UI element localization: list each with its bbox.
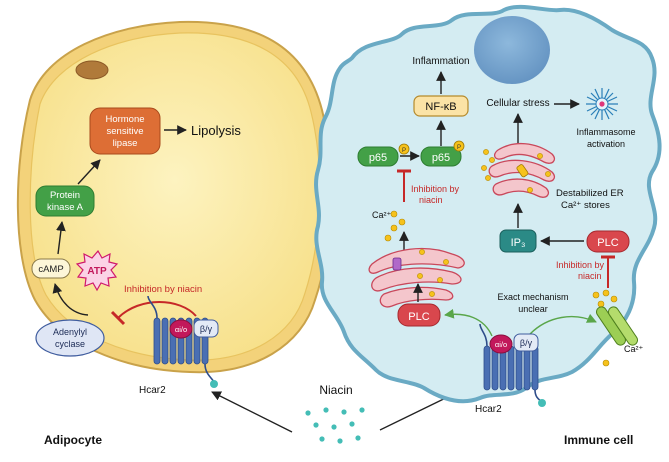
inflammation-label: Inflammation (412, 56, 469, 67)
camp-to-pka-arrow (56, 221, 66, 255)
immune-hcar2-receptor (479, 323, 543, 403)
plc-inhibition-line-1: Inhibition by (556, 260, 605, 270)
ca-top-ions (384, 210, 406, 242)
adipocyte-inhibition-bar (110, 310, 126, 326)
niacin-molecules (305, 407, 365, 444)
nfkb-box (413, 95, 469, 117)
adipocyte-inhibition-line (117, 301, 197, 319)
pka-to-lipase-arrow (77, 159, 101, 185)
hormone-lipase-line-2: sensitive (107, 126, 144, 137)
phospho-right-circle (453, 140, 465, 152)
ip3-box (499, 229, 537, 253)
adipocyte-inhibition-label: Inhibition by niacin (124, 284, 202, 295)
adenylyl-cyclase-line-1: Adenylyl (53, 327, 87, 337)
adipocyte-g-alpha (169, 319, 193, 339)
p65-right-box (420, 146, 462, 167)
camp-box (31, 258, 71, 279)
ca-top-label: Ca²⁺ (372, 210, 392, 220)
adipocyte-title: Adipocyte (44, 433, 102, 447)
adipocyte-g-beta-gamma-label: β/γ (200, 324, 213, 334)
phospho-mid-label: P (402, 148, 406, 154)
p65-right-label: p65 (432, 152, 450, 164)
receptor-to-plc-green-arrow (444, 308, 493, 337)
adipocyte-g-beta-gamma (193, 319, 219, 338)
plc-left-label: PLC (408, 311, 429, 323)
protein-kinase-line-1: Protein (50, 190, 80, 201)
ca-channel-label: Ca²⁺ (624, 344, 644, 354)
inflammasome-line-1: Inflammasome (576, 127, 635, 137)
hormone-lipase-line-3: lipase (113, 138, 138, 149)
er-stores-line-2: Ca²⁺ stores (561, 200, 610, 211)
lipolysis-label: Lipolysis (191, 123, 241, 138)
plc-inhibition-line-2: niacin (578, 271, 602, 281)
ca-extracellular-ion (602, 359, 610, 367)
niacin-label: Niacin (319, 383, 352, 397)
atp-label: ATP (87, 266, 107, 277)
immune-g-beta-gamma (513, 333, 539, 352)
adipocyte-ligand-dot (210, 380, 218, 388)
hormone-lipase-line-1: Hormone (105, 114, 144, 125)
p65-left-label: p65 (369, 152, 387, 164)
ca-channel-er-right (516, 164, 529, 178)
immune-hcar2-label: Hcar2 (475, 404, 502, 415)
hormone-sensitive-lipase-box (89, 107, 161, 155)
immune-g-alpha (489, 334, 513, 354)
er-stores-line-1: Destabilized ER (556, 188, 624, 199)
phospho-right-label: P (457, 145, 461, 151)
immune-ligand-dot (538, 399, 546, 407)
nfkb-label: NF-κB (425, 101, 456, 113)
immune-nucleus (474, 16, 550, 84)
er-right-ca-ions (481, 149, 551, 193)
plc-right-box (586, 230, 630, 253)
adenylyl-cyclase (35, 319, 105, 357)
ca-channel-er-left (392, 257, 402, 271)
plc-right-label: PLC (597, 237, 618, 249)
phospho-mid-circle (398, 143, 410, 155)
receptor-to-channel-green-arrow (529, 313, 597, 335)
plc-left-box (397, 303, 441, 327)
p65-inhibition-line-1: Inhibition by (411, 184, 460, 194)
calcium-channel (595, 306, 639, 346)
inflammasome-line-2: activation (587, 139, 625, 149)
p65-inhibition-line-2: niacin (419, 195, 443, 205)
immune-cell-title: Immune cell (564, 433, 633, 447)
immune-g-beta-gamma-label: β/γ (520, 338, 533, 348)
camp-label: cAMP (38, 264, 63, 275)
ip3-label: IP₃ (511, 237, 526, 249)
atp-star (75, 249, 119, 292)
er-left-ca-ions (417, 249, 449, 297)
adipocyte-hcar2-label: Hcar2 (139, 385, 166, 396)
protein-kinase-a-box (35, 185, 95, 217)
p65-left-box (357, 146, 399, 167)
cellular-stress-label: Cellular stress (486, 98, 549, 109)
inflammasome-icon (586, 88, 618, 120)
endoplasmic-reticulum-left (368, 247, 465, 308)
adenylyl-cyclase-line-2: cyclase (55, 339, 85, 349)
protein-kinase-line-2: kinase A (47, 202, 84, 213)
niacin-to-adipocyte-arrow (211, 391, 293, 433)
adipocyte-g-alpha-label: αi/o (175, 325, 187, 334)
exact-mechanism-line-1: Exact mechanism (497, 292, 568, 302)
immune-g-alpha-label: αi/o (495, 340, 507, 349)
exact-mechanism-line-2: unclear (518, 304, 548, 314)
cyclase-to-camp-arrow (52, 283, 89, 316)
